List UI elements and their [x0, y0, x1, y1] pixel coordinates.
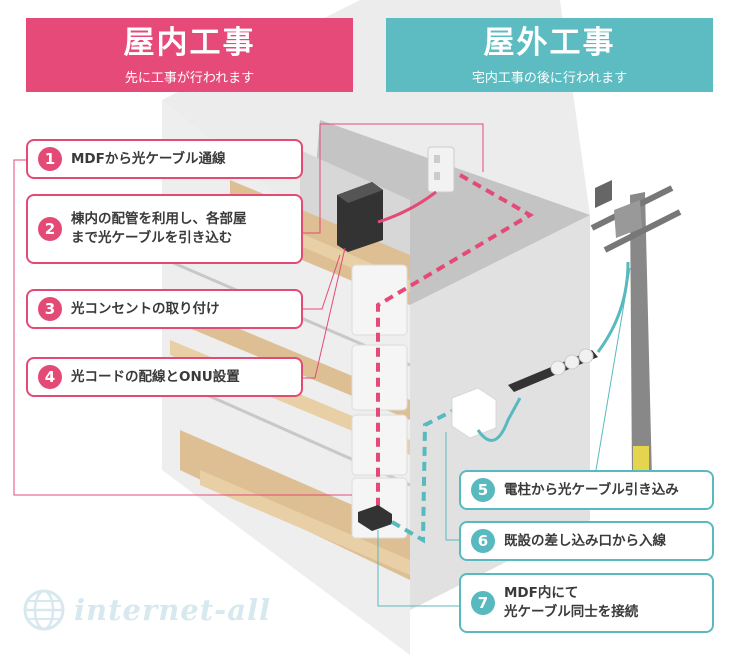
step-4-label: 光コードの配線とONU設置: [71, 368, 240, 385]
step-1-label: MDFから光ケーブル通線: [71, 150, 226, 167]
outdoor-title: 屋外工事: [483, 25, 616, 61]
mdf-connector: [358, 505, 392, 531]
step-5: 5 電柱から光ケーブル引き込み: [459, 470, 714, 510]
indoor-subtitle: 先に工事が行われます: [124, 71, 255, 86]
step-5-number: 5: [471, 478, 495, 502]
step-7-label-line1: MDF内にて: [504, 585, 579, 602]
step-2: 2 棟内の配管を利用し、各部屋 まで光ケーブルを引き込む: [26, 194, 303, 264]
step-7-label-line2: 光ケーブル同士を接続: [504, 604, 639, 620]
step-6-number: 6: [471, 529, 495, 553]
step-4-number: 4: [38, 365, 62, 389]
step-1: 1 MDFから光ケーブル通線: [26, 139, 303, 179]
drop-cable: [596, 261, 630, 353]
outdoor-cable: [390, 406, 459, 544]
step-6-label: 既設の差し込み口から入線: [504, 532, 666, 549]
step-2-label-line2: まで光ケーブルを引き込む: [71, 230, 233, 246]
step-2-label-line1: 棟内の配管を利用し、各部屋: [71, 211, 247, 228]
step-6: 6 既設の差し込み口から入線: [459, 521, 714, 561]
utility-pole: [630, 192, 652, 482]
step-5-label: 電柱から光ケーブル引き込み: [504, 481, 679, 498]
indoor-cable: [376, 173, 534, 515]
step-4: 4 光コードの配線とONU設置: [26, 357, 303, 397]
optical-outlet: [427, 146, 455, 193]
step-7: 7 MDF内にて 光ケーブル同士を接続: [459, 573, 714, 633]
step-3: 3 光コンセントの取り付け: [26, 289, 303, 329]
outdoor-header: 屋外工事 宅内工事の後に行われます: [386, 18, 713, 92]
indoor-header: 屋内工事 先に工事が行われます: [26, 18, 353, 92]
step-2-number: 2: [38, 217, 62, 241]
watermark: internet-all: [22, 588, 271, 632]
step-3-number: 3: [38, 297, 62, 321]
step-7-number: 7: [471, 591, 495, 615]
globe-icon: [23, 589, 65, 631]
outdoor-subtitle: 宅内工事の後に行われます: [471, 71, 628, 86]
indoor-title: 屋内工事: [123, 25, 256, 61]
watermark-text: internet-all: [74, 593, 272, 627]
step-3-label: 光コンセントの取り付け: [71, 300, 220, 317]
junction-box: [451, 387, 497, 439]
step-1-number: 1: [38, 147, 62, 171]
